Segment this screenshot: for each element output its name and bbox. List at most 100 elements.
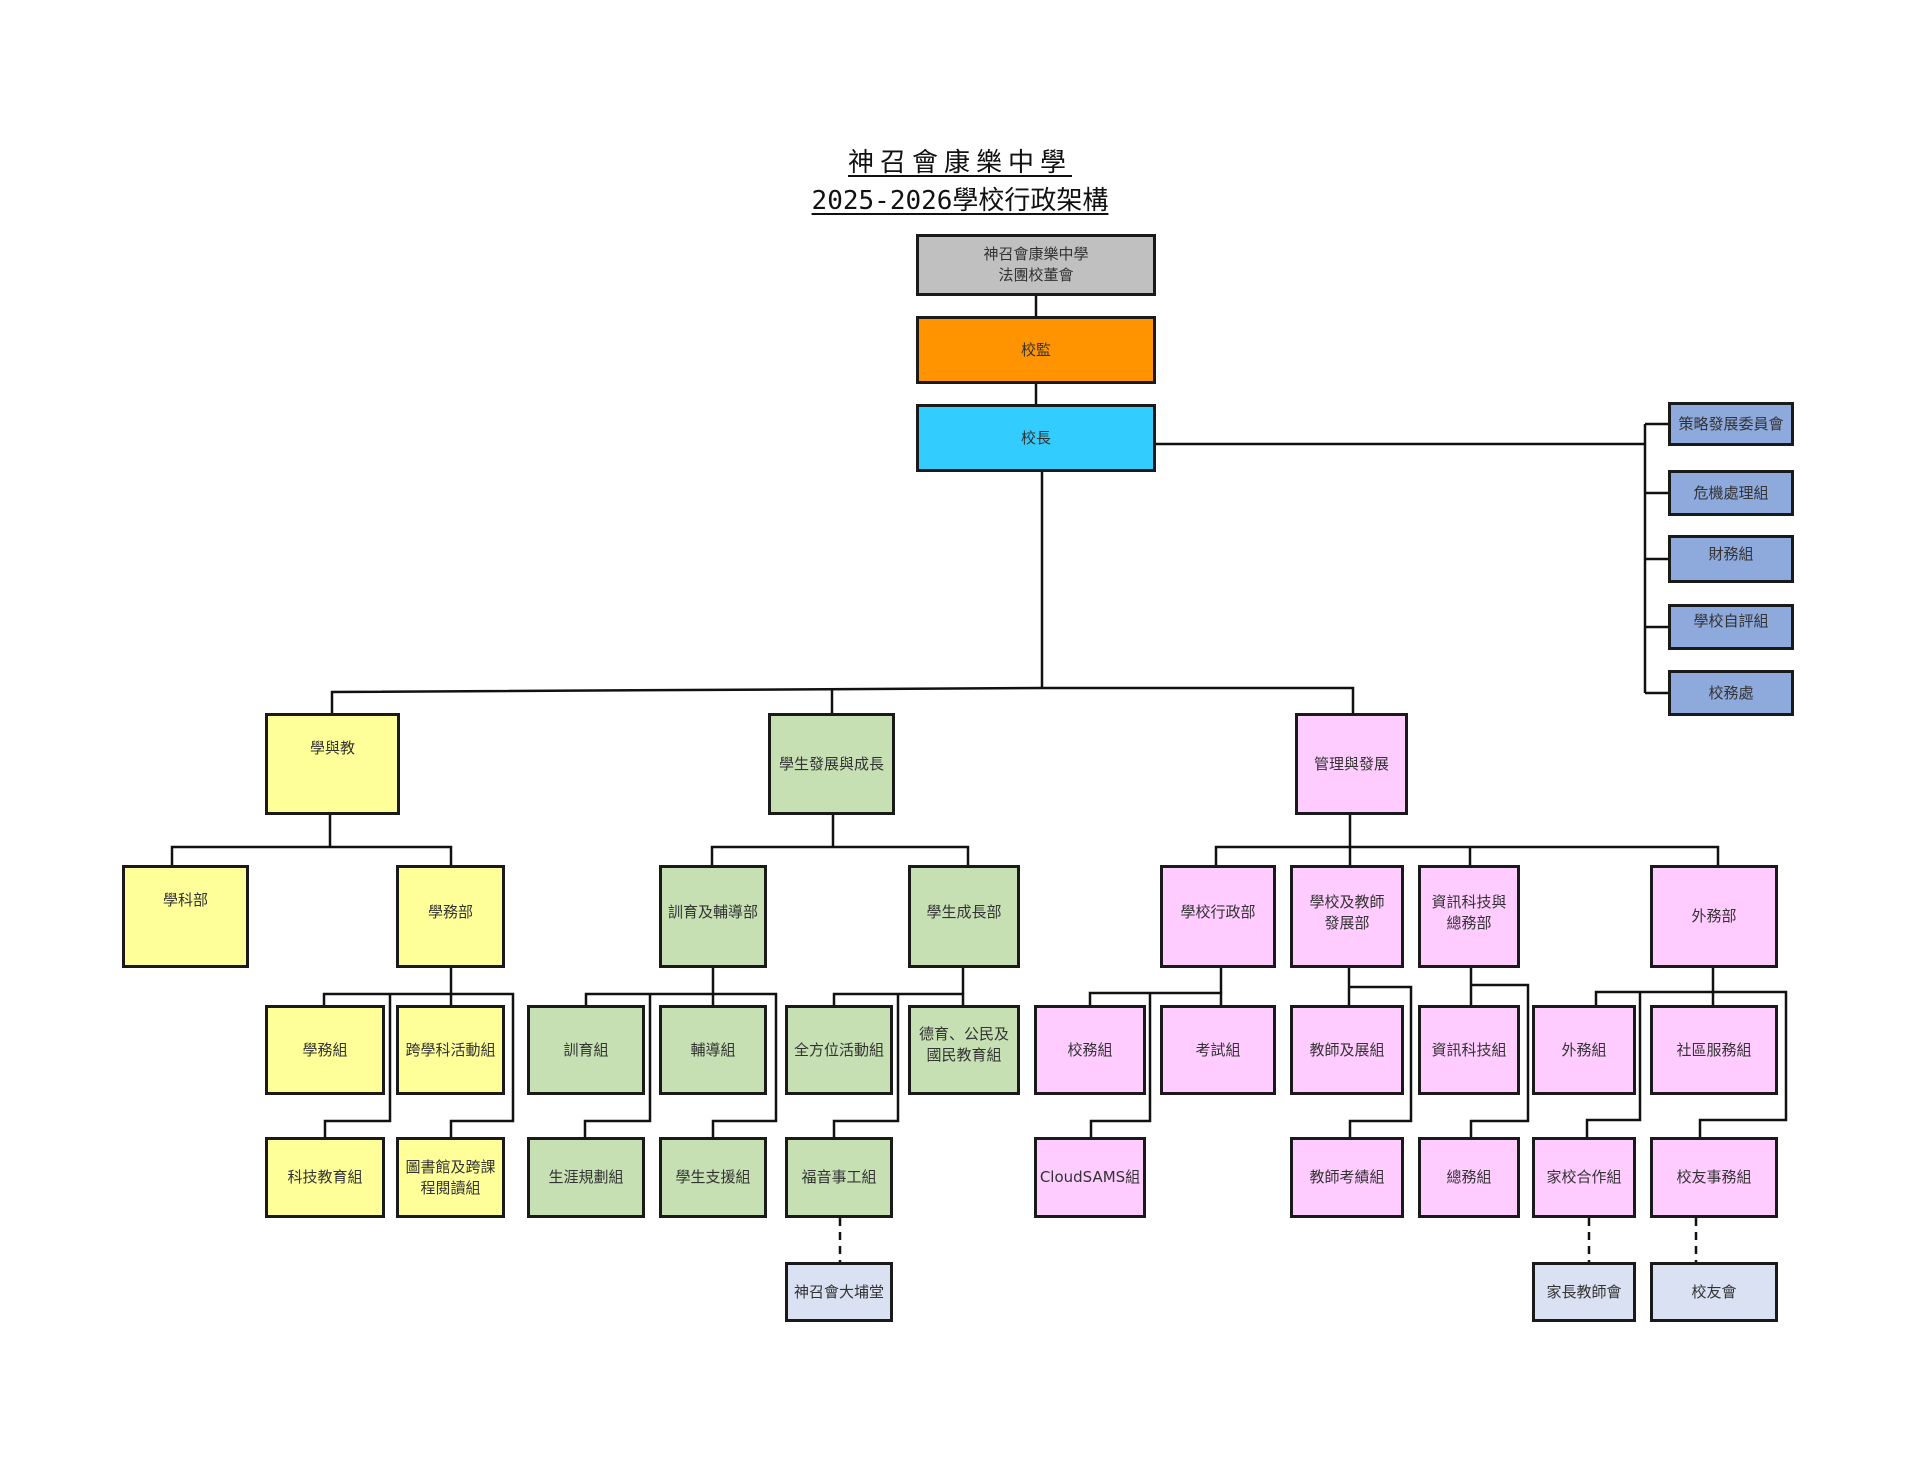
node-affiliate-church: 神召會大埔堂 (785, 1262, 893, 1322)
node-label: 全方位活動組 (793, 1040, 884, 1059)
node-committee: 學校自評組 (1668, 604, 1794, 650)
node-committee: 策略發展委員會 (1668, 402, 1794, 446)
node-label: 跨學科活動組 (405, 1040, 496, 1059)
connector-ext-bar-left (1585, 993, 1642, 1137)
connector-academic-bar-left (323, 994, 392, 1137)
node-label: 校長 (1020, 428, 1051, 447)
node-label: 學與教 (309, 739, 355, 757)
connector-academic-bar-right (322, 992, 515, 1137)
connector-td-bar (1348, 985, 1413, 1137)
node-student-growth-dept: 學生成長部 (908, 865, 1020, 968)
node-principal: 校長 (916, 404, 1156, 472)
node-group: 跨學科活動組 (396, 1005, 505, 1095)
connector-sg-bar-left (832, 994, 900, 1137)
node-label: 社區服務組 (1676, 1040, 1752, 1059)
node-group: 資訊科技組 (1418, 1005, 1520, 1095)
node-group: 社區服務組 (1650, 1005, 1778, 1095)
node-group: 學生支援組 (659, 1137, 767, 1218)
chart-title-structure: 2025-2026學校行政架構 (0, 180, 1920, 217)
node-board: 神召會康樂中學 法團校董會 (916, 234, 1156, 296)
node-label: 考試組 (1195, 1040, 1241, 1059)
node-group: 考試組 (1160, 1005, 1276, 1095)
node-teacher-dev-dept: 學校及教師 發展部 (1290, 865, 1404, 968)
node-committee: 財務組 (1668, 535, 1794, 583)
connector-mgmt-bar (1214, 845, 1720, 865)
node-label: 訓育及輔導部 (667, 903, 758, 921)
node-label: 學生支援組 (675, 1168, 751, 1186)
node-group: 家校合作組 (1532, 1137, 1636, 1218)
node-label: 家校合作組 (1546, 1168, 1622, 1186)
node-label: 學科部 (162, 891, 208, 909)
node-group: 總務組 (1418, 1137, 1520, 1218)
connector-dg-bar-right (584, 992, 778, 1137)
connector-dg-bar-left (583, 994, 652, 1137)
connector-it-bar (1469, 983, 1530, 1137)
node-learning-teaching: 學與教 (265, 713, 400, 815)
node-group: 外務組 (1532, 1005, 1636, 1095)
node-group: 全方位活動組 (785, 1005, 893, 1095)
node-label: 校友會 (1691, 1282, 1737, 1301)
node-label: 德育、公民及 國民教育組 (918, 1025, 1009, 1064)
node-label: 策略發展委員會 (1678, 414, 1784, 433)
node-label: 教師考績組 (1309, 1168, 1385, 1186)
node-management: 管理與發展 (1295, 713, 1408, 815)
node-label: 生涯規劃組 (548, 1168, 624, 1186)
node-label: 學務部 (427, 903, 473, 921)
node-label: 學生成長部 (926, 903, 1002, 921)
node-group: 學務組 (265, 1005, 385, 1095)
node-academic-dept: 學務部 (396, 865, 505, 968)
node-group: 福音事工組 (785, 1137, 893, 1218)
node-group: 生涯規劃組 (527, 1137, 645, 1218)
node-affiliate-pta: 家長教師會 (1532, 1262, 1636, 1322)
node-committee: 校務處 (1668, 670, 1794, 716)
node-label: 神召會大埔堂 (793, 1282, 884, 1301)
node-label: 神召會康樂中學 法團校董會 (983, 245, 1089, 284)
node-group: 訓育組 (527, 1005, 645, 1095)
chart-title-school: 神召會康樂中學 (0, 142, 1920, 179)
connector-lt-bar (170, 845, 453, 865)
node-label: 科技教育組 (287, 1168, 363, 1186)
node-label: 學校及教師 發展部 (1309, 892, 1385, 932)
node-label: 家長教師會 (1546, 1282, 1622, 1301)
connector-admin-bar-left (1089, 993, 1152, 1137)
node-label: 福音事工組 (801, 1168, 877, 1186)
node-label: 財務組 (1708, 545, 1754, 563)
node-affiliate-alumni: 校友會 (1650, 1262, 1778, 1322)
node-label: 校監 (1020, 340, 1051, 359)
node-label: 訓育組 (563, 1040, 609, 1059)
node-group: 教師及展組 (1290, 1005, 1404, 1095)
node-external-dept: 外務部 (1650, 865, 1778, 968)
node-student-development: 學生發展與成長 (768, 713, 895, 815)
node-label: 校友事務組 (1676, 1168, 1752, 1186)
connector-ext-bar (1594, 990, 1788, 1137)
node-label: 學務組 (302, 1040, 348, 1059)
node-group: 輔導組 (659, 1005, 767, 1095)
node-it-dept: 資訊科技與 總務部 (1418, 865, 1520, 968)
node-label: 校務組 (1067, 1040, 1113, 1059)
node-label: 教師及展組 (1309, 1040, 1385, 1059)
node-group: 科技教育組 (265, 1137, 385, 1218)
node-label: 資訊科技與 總務部 (1431, 892, 1507, 932)
node-label: 管理與發展 (1313, 754, 1389, 773)
node-group: 圖書館及跨課 程閱讀組 (396, 1137, 505, 1218)
node-group: CloudSAMS組 (1034, 1137, 1146, 1218)
node-label: 學生發展與成長 (778, 754, 884, 773)
node-group: 德育、公民及 國民教育組 (908, 1005, 1020, 1095)
connector-level1-bar (330, 686, 1355, 713)
node-label: 外務組 (1561, 1040, 1607, 1059)
node-label: 總務組 (1446, 1168, 1492, 1186)
node-discipline-guidance-dept: 訓育及輔導部 (659, 865, 767, 968)
node-label: 校務處 (1708, 683, 1754, 702)
node-group: 校友事務組 (1650, 1137, 1778, 1218)
node-label: CloudSAMS組 (1039, 1168, 1141, 1186)
node-label: 圖書館及跨課 程閱讀組 (405, 1157, 496, 1197)
node-group: 校務組 (1034, 1005, 1146, 1095)
node-label: 學校行政部 (1180, 903, 1256, 921)
node-label: 學校自評組 (1693, 612, 1769, 630)
node-group: 教師考績組 (1290, 1137, 1404, 1218)
node-label: 外務部 (1691, 907, 1737, 925)
node-subject-dept: 學科部 (122, 865, 249, 968)
node-supervisor: 校監 (916, 316, 1156, 384)
structure-title: 2025-2026學校行政架構 (811, 186, 1109, 216)
